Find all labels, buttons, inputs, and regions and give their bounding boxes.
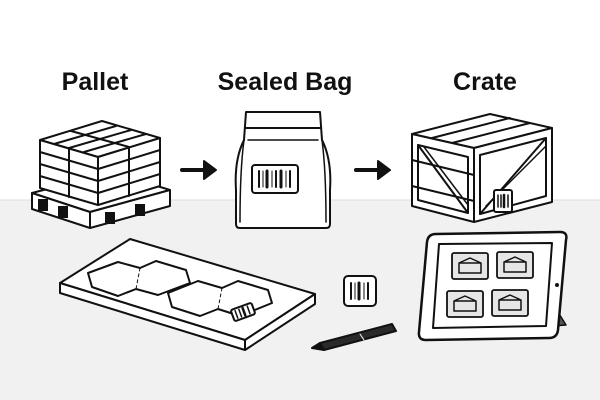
label-pallet: Pallet <box>61 68 129 96</box>
pallet-icon <box>31 120 171 229</box>
barcode-icon <box>251 164 299 194</box>
crate-icon <box>411 113 553 223</box>
barcode-label-icon <box>343 275 377 307</box>
sealed-bag-icon <box>234 111 332 229</box>
arrow-right-icon <box>354 160 391 180</box>
arrow-right-icon <box>180 160 217 180</box>
die-cut-sheet-icon <box>59 238 316 351</box>
barcode-label-icon <box>493 189 513 213</box>
tablet-icon <box>417 230 568 342</box>
pen-icon <box>311 323 397 351</box>
label-sealed-bag: Sealed Bag <box>217 68 353 96</box>
label-crate: Crate <box>453 68 517 96</box>
